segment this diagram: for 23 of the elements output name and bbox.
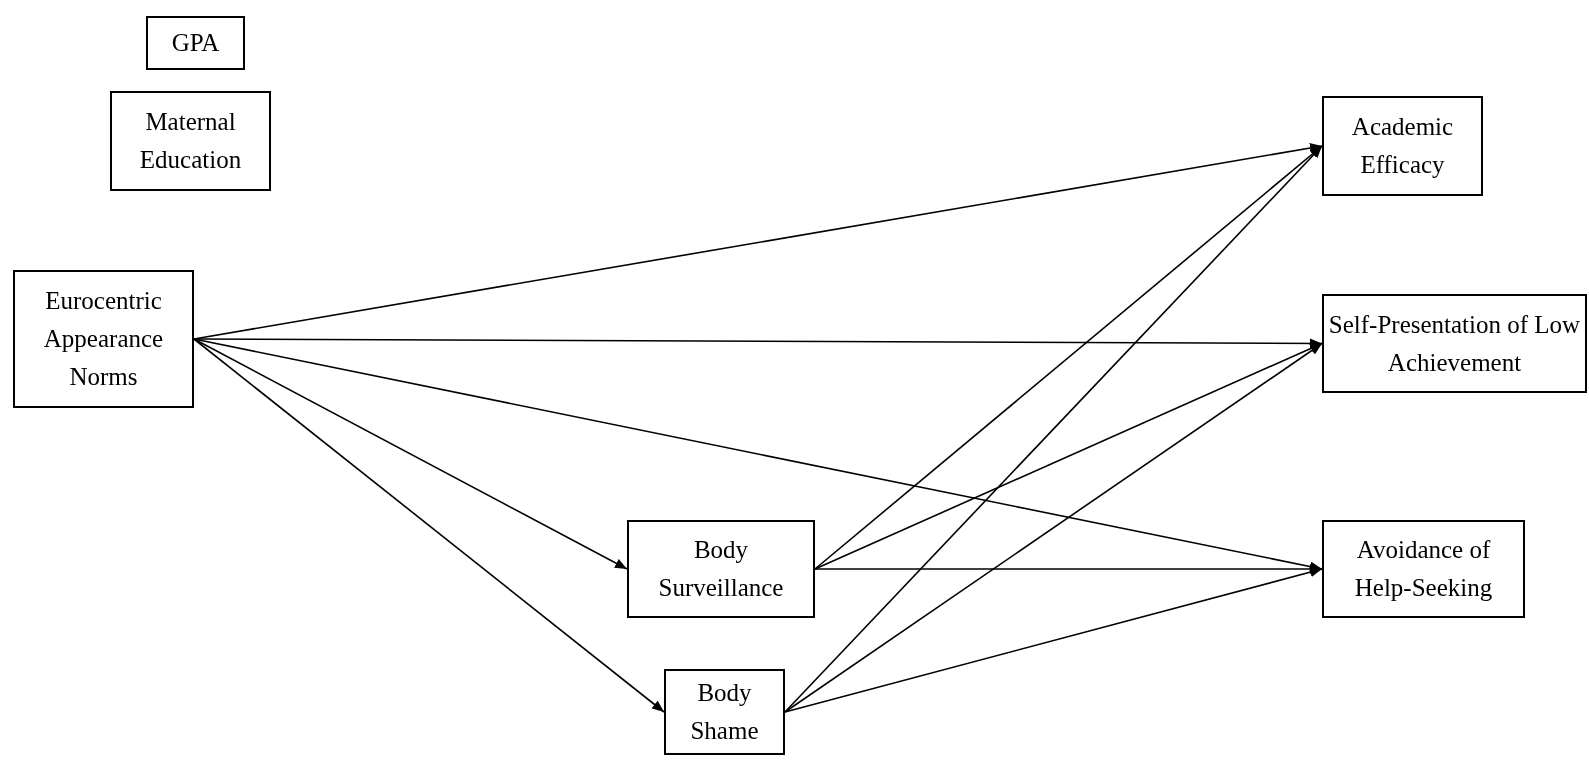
arrow: [784, 342, 1323, 713]
box-label: Body Shame: [689, 678, 760, 746]
arrow: [784, 567, 1323, 713]
variable-box: [1322, 96, 1483, 196]
box-label: Academic Efficacy: [1350, 112, 1455, 180]
box-label: Self-Presentation of Low Achievement: [1328, 309, 1581, 378]
variable-box: [1322, 520, 1525, 618]
box-label: Avoidance of Help-Seeking: [1353, 535, 1494, 603]
variable-box: [664, 669, 785, 755]
variable-box: [146, 16, 245, 70]
arrow: [193, 338, 628, 570]
box-label: Body Surveillance: [657, 535, 785, 603]
arrow: [814, 342, 1323, 570]
arrow: [784, 145, 1323, 713]
variable-box: [627, 520, 815, 618]
variable-box: [110, 91, 271, 191]
box-label: Maternal Education: [138, 107, 243, 175]
arrow: [193, 338, 1323, 572]
variable-box: [13, 270, 194, 408]
box-label: Eurocentric Appearance Norms: [42, 286, 165, 392]
arrow: [193, 338, 665, 713]
box-label: GPA: [171, 28, 220, 58]
variable-box: [1322, 294, 1587, 393]
